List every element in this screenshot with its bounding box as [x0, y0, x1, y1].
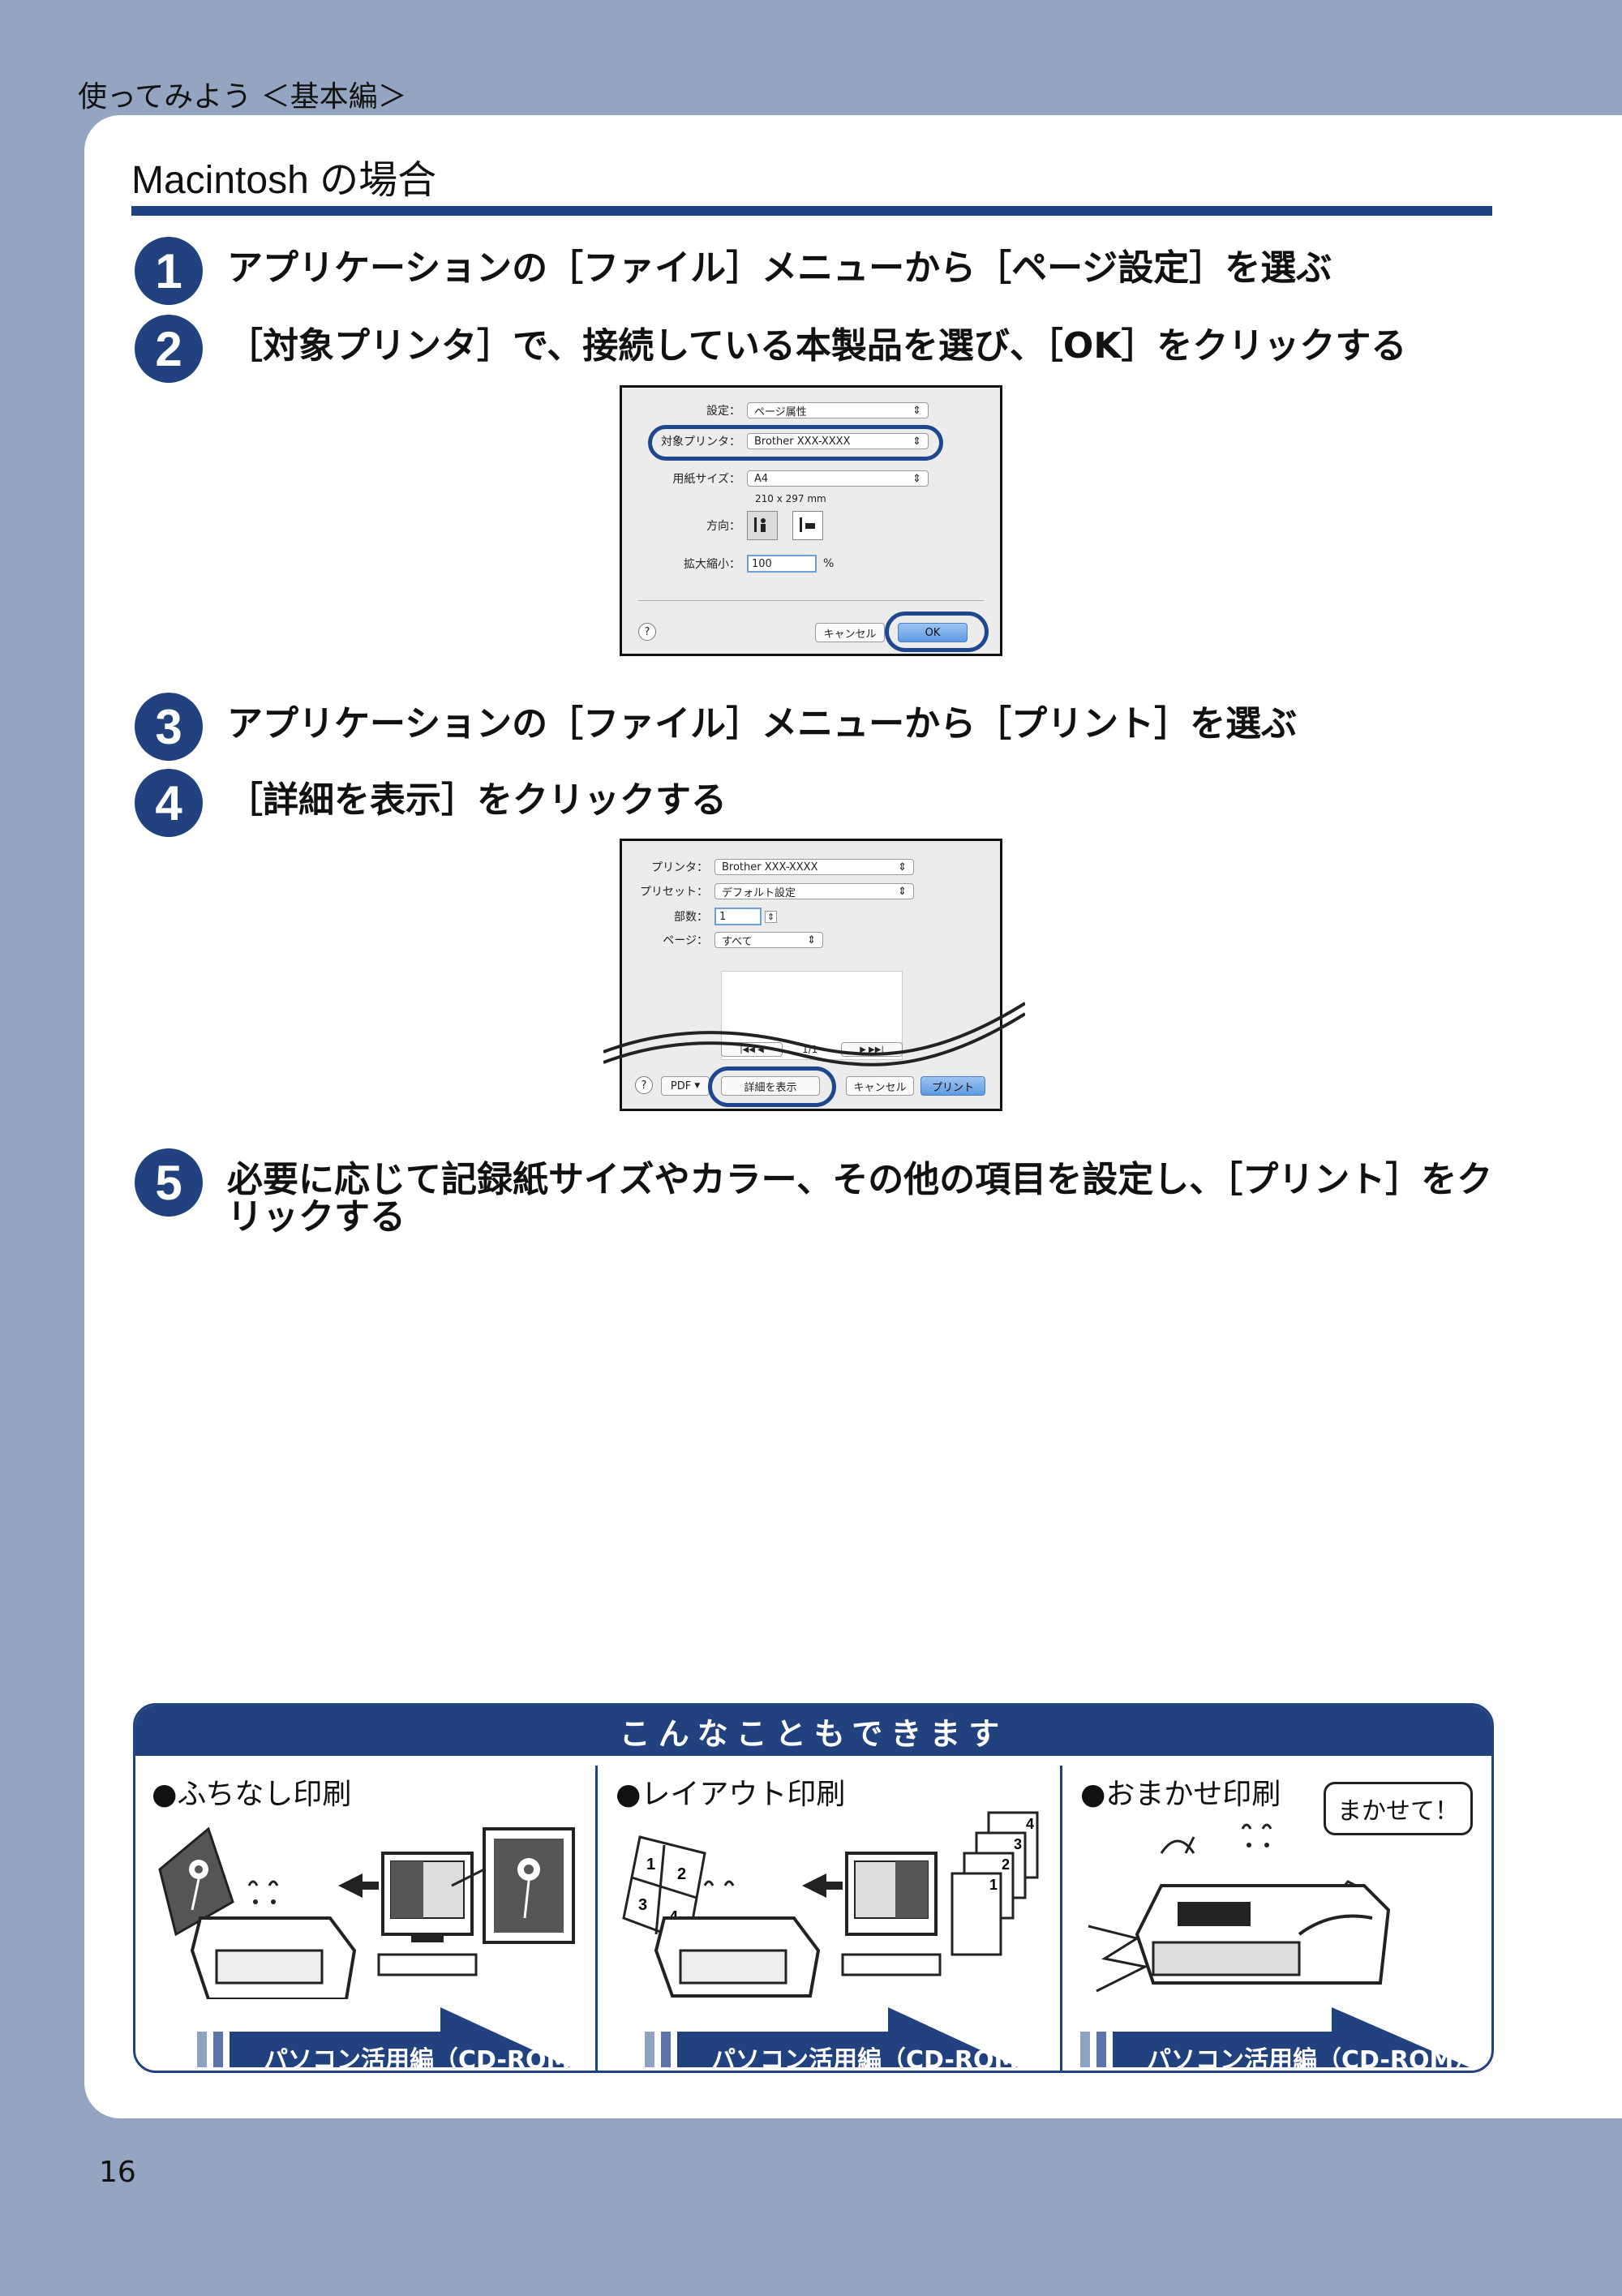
layout-num-2: 2 — [677, 1865, 686, 1883]
step-text: ［詳細を表示］をクリックする — [227, 779, 727, 821]
sheet-num-1: 1 — [989, 1877, 998, 1893]
scale-row: 拡大縮小： 100 % — [622, 555, 834, 573]
column-divider — [1060, 1766, 1062, 2071]
feature-borderless: ●ふちなし印刷 — [135, 1756, 598, 2071]
paper-label: 用紙サイズ： — [672, 473, 740, 486]
section-title: Macintosh の場合 — [131, 159, 437, 202]
paper-dimensions: 210 x 297 mm — [755, 493, 826, 504]
scale-unit: % — [823, 557, 835, 570]
printer-label: プリンタ： — [651, 861, 708, 874]
printer-row: プリンタ： Brother XXX-XXXX⇕ — [622, 859, 914, 875]
preset-label: プリセット： — [640, 886, 708, 899]
pages-select[interactable]: すべて⇕ — [714, 932, 823, 948]
step-3: 3 アプリケーションの［ファイル］メニューから［プリント］を選ぶ — [135, 693, 1500, 761]
step-4: 4 ［詳細を表示］をクリックする — [135, 769, 1500, 837]
feature-box: こんなこともできます ●ふちなし印刷 — [133, 1703, 1494, 2073]
settings-select[interactable]: ページ属性⇕ — [747, 402, 929, 418]
page-setup-dialog: 設定： ページ属性⇕ 対象プリンタ： Brother XXX-XXXX⇕ 用紙サ… — [620, 385, 1002, 656]
content-panel: Macintosh の場合 1 アプリケーションの［ファイル］メニューから［ペー… — [84, 115, 1622, 2118]
pages-row: ページ： すべて⇕ — [622, 932, 823, 948]
step-number: 5 — [135, 1148, 203, 1217]
stepper-icon: ⇕ — [912, 404, 921, 417]
feature-title: ●おまかせ印刷 — [1080, 1778, 1281, 1811]
cd-rom-banner-graphic — [197, 2007, 570, 2067]
chapter-heading: 使ってみよう ＜基本編＞ — [78, 80, 407, 114]
step-2: 2 ［対象プリンタ］で、接続している本製品を選び、［OK］をクリックする — [135, 315, 1500, 383]
dropdown-icon: ▼ — [694, 1082, 701, 1090]
sheet-num-2: 2 — [1002, 1856, 1010, 1873]
layout-num-3: 3 — [638, 1896, 647, 1914]
feature-layout-print: ●レイアウト印刷 1 2 3 4 — [599, 1756, 1062, 2071]
feature-title: ●レイアウト印刷 — [616, 1778, 846, 1811]
step-number: 2 — [135, 315, 203, 383]
copies-row: 部数： 1 ⇕ — [622, 908, 778, 925]
print-dialog: プリンタ： Brother XXX-XXXX⇕ プリセット： デフォルト設定⇕ … — [620, 839, 1002, 1111]
preset-row: プリセット： デフォルト設定⇕ — [622, 883, 914, 899]
help-icon[interactable]: ? — [638, 623, 656, 641]
ok-highlight-ring — [885, 612, 989, 652]
portrait-icon[interactable] — [747, 511, 778, 540]
stepper-icon: ⇕ — [898, 860, 907, 873]
sheet-num-3: 3 — [1014, 1836, 1022, 1852]
auto-print-illustration — [1088, 1823, 1391, 1993]
printer-row: 対象プリンタ： Brother XXX-XXXX⇕ — [622, 433, 929, 449]
copies-stepper-icon[interactable]: ⇕ — [765, 910, 778, 923]
step-number: 1 — [135, 237, 203, 305]
cd-rom-banner-graphic — [645, 2007, 1018, 2067]
section-rule — [131, 206, 1492, 216]
step-text: ［対象プリンタ］で、接続している本製品を選び、［OK］をクリックする — [227, 325, 1407, 367]
sheet-num-4: 4 — [1026, 1816, 1034, 1832]
speech-bubble: まかせて！ — [1324, 1782, 1473, 1835]
stepper-icon: ⇕ — [898, 885, 907, 898]
layout-print-illustration: 1 2 3 4 4 3 — [622, 1811, 1039, 1998]
layout-num-1: 1 — [646, 1856, 655, 1873]
step-5: 5 必要に応じて記録紙サイズやカラー、その他の項目を設定し、［プリント］をクリッ… — [135, 1148, 1500, 1236]
printer-select[interactable]: Brother XXX-XXXX⇕ — [714, 859, 914, 875]
copies-input[interactable]: 1 — [714, 908, 762, 925]
copies-label: 部数： — [674, 911, 708, 924]
scale-input[interactable]: 100 — [747, 555, 817, 573]
cd-rom-banner-text: パソコン活用編（CD-ROM） — [711, 2046, 1043, 2073]
step-1: 1 アプリケーションの［ファイル］メニューから［ページ設定］を選ぶ — [135, 237, 1500, 305]
step-text: アプリケーションの［ファイル］メニューから［プリント］を選ぶ — [227, 703, 1298, 745]
printer-label: 対象プリンタ： — [661, 436, 740, 448]
scale-label: 拡大縮小： — [684, 558, 740, 571]
borderless-print-illustration — [158, 1826, 575, 1999]
step-number: 3 — [135, 693, 203, 761]
settings-row: 設定： ページ属性⇕ — [622, 402, 929, 418]
cd-rom-banner-graphic — [1080, 2007, 1470, 2067]
printer-select[interactable]: Brother XXX-XXXX⇕ — [747, 433, 929, 449]
details-highlight-ring — [708, 1066, 836, 1107]
cancel-button[interactable]: キャンセル — [815, 623, 885, 642]
column-divider — [595, 1766, 598, 2071]
pages-label: ページ： — [663, 934, 708, 947]
paper-select[interactable]: A4⇕ — [747, 470, 929, 487]
cd-rom-banner-text: パソコン活用編（CD-ROM） — [264, 2046, 595, 2073]
help-icon[interactable]: ? — [635, 1076, 653, 1094]
landscape-icon[interactable] — [792, 511, 823, 540]
dialog-divider — [638, 600, 984, 601]
print-button[interactable]: プリント — [920, 1076, 985, 1096]
stepper-icon: ⇕ — [912, 472, 921, 485]
step-number: 4 — [135, 769, 203, 837]
page-number: 16 — [99, 2156, 136, 2189]
cancel-button[interactable]: キャンセル — [846, 1076, 914, 1096]
show-details-button[interactable]: 詳細を表示 — [721, 1076, 820, 1096]
orientation-label: 方向： — [706, 520, 740, 533]
settings-label: 設定： — [706, 405, 740, 418]
step-text: 必要に応じて記録紙サイズやカラー、その他の項目を設定し、［プリント］をクリックす… — [227, 1159, 1493, 1238]
feature-title: ●ふちなし印刷 — [152, 1778, 352, 1811]
stepper-icon: ⇕ — [807, 933, 816, 946]
preset-select[interactable]: デフォルト設定⇕ — [714, 883, 914, 899]
wavy-break-lines — [603, 1002, 1025, 1066]
printer-highlight-ring — [648, 425, 943, 461]
paper-row: 用紙サイズ： A4⇕ — [622, 470, 929, 487]
stepper-icon: ⇕ — [912, 435, 921, 448]
feature-auto-print: ●おまかせ印刷 まかせて！ パソ — [1064, 1756, 1489, 2071]
feature-box-header: こんなこともできます — [135, 1706, 1491, 1756]
orientation-row: 方向： — [622, 511, 823, 540]
step-text: アプリケーションの［ファイル］メニューから［ページ設定］を選ぶ — [227, 247, 1332, 289]
cd-rom-banner-text: パソコン活用編（CD-ROM） — [1147, 2046, 1478, 2073]
